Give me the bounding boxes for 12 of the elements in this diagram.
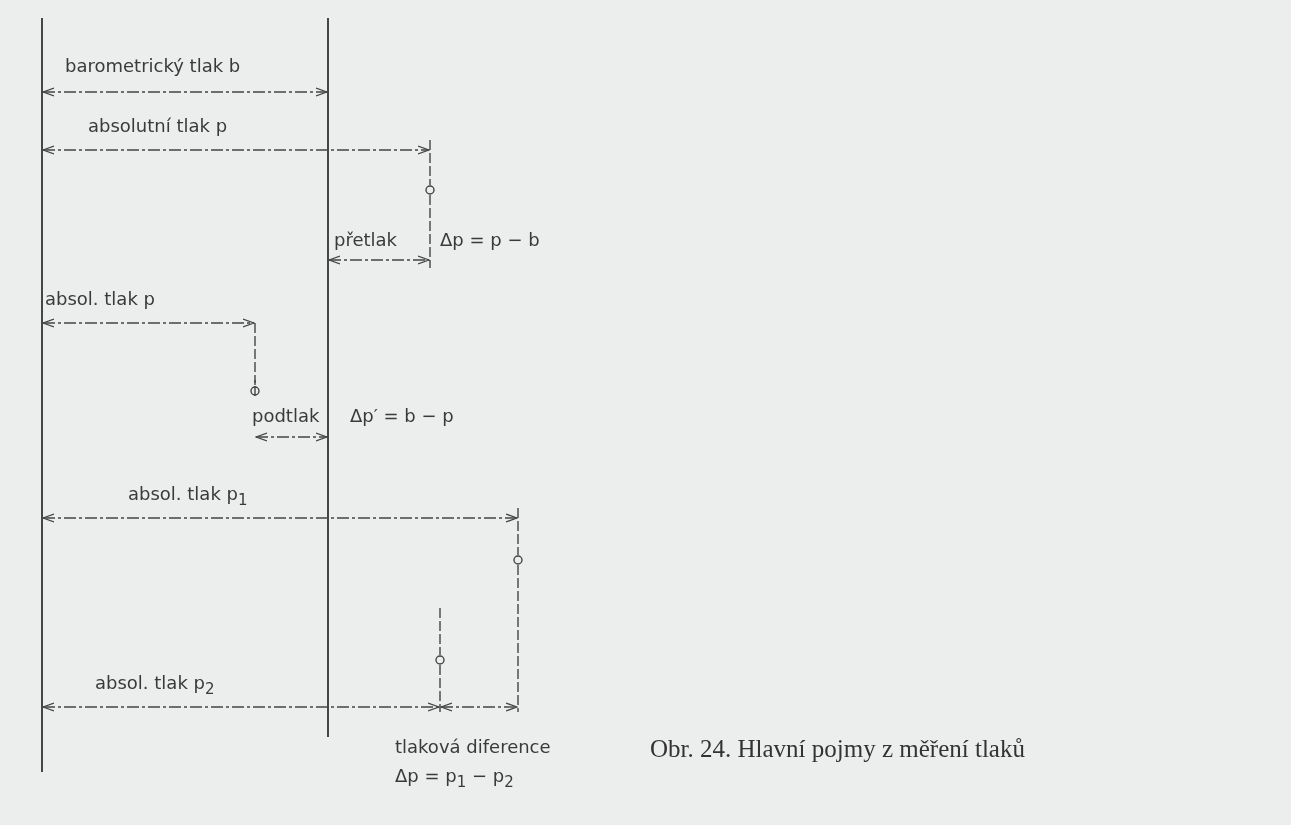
dimension-label: přetlak <box>334 229 398 251</box>
formula: Δp′ = b − p <box>350 405 454 427</box>
dimension-label: podtlak <box>252 405 320 427</box>
caption: Obr. 24. Hlavní pojmy z měření tlaků <box>650 735 1025 763</box>
formula: Δp = p − b <box>440 229 540 251</box>
formula: Δp = p$_{1}$ − p$_{2}$ <box>395 765 514 793</box>
dimension-label: barometrický tlak b <box>65 55 241 77</box>
dimension-label: absolutní tlak p <box>88 115 228 137</box>
dimension-label: tlaková diference <box>395 736 551 758</box>
dimension-label: absol. tlak p <box>45 288 155 310</box>
dimension-label: absol. tlak p$_{1}$ <box>128 483 248 511</box>
dimension-label: absol. tlak p$_{2}$ <box>95 672 215 700</box>
